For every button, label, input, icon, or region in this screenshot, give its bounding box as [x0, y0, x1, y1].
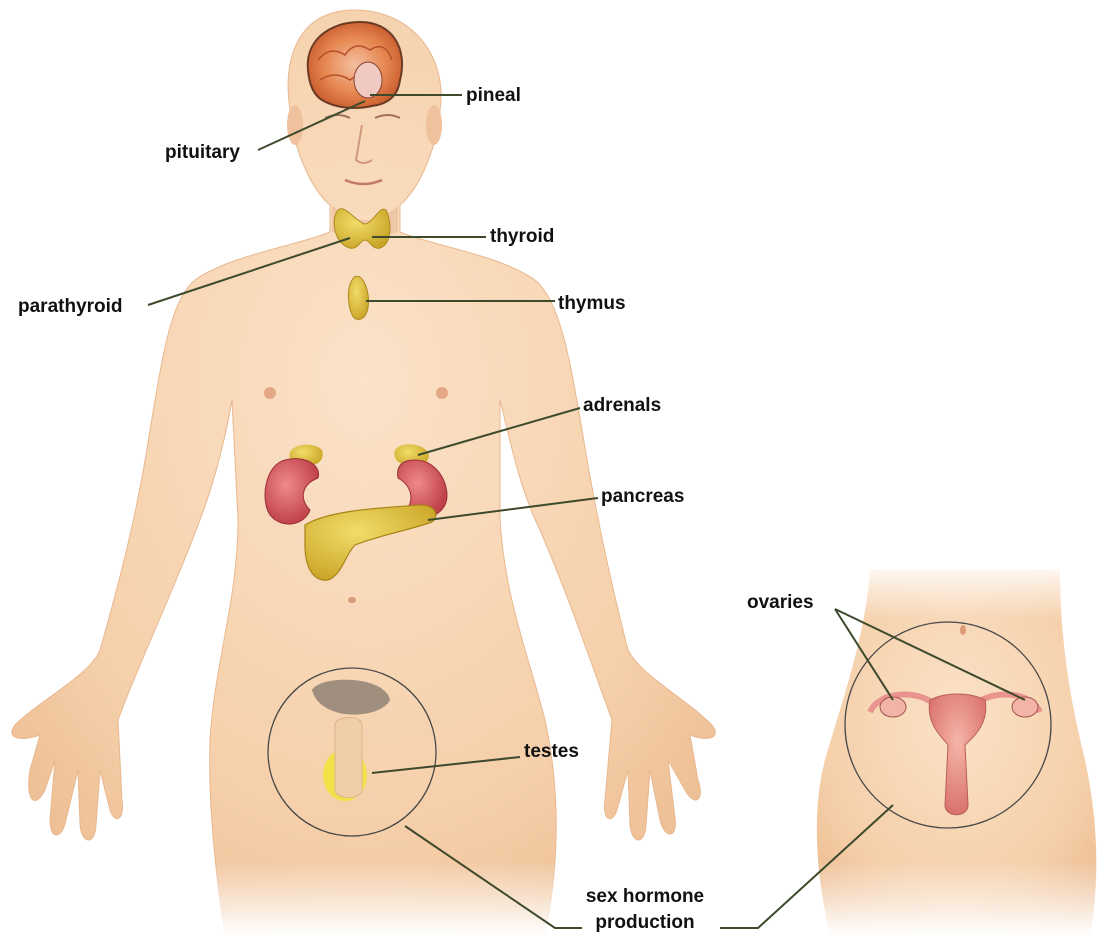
navel	[348, 597, 356, 603]
label-thyroid: thyroid	[490, 226, 554, 248]
brain-center	[354, 62, 382, 98]
female-bottom-fade	[820, 860, 1099, 935]
female-top-fade	[820, 560, 1099, 620]
left-ear	[287, 105, 303, 145]
label-parathyroid: parathyroid	[18, 296, 123, 318]
label-pineal: pineal	[466, 85, 521, 107]
male-body-outline	[12, 10, 716, 935]
female-figure	[817, 560, 1099, 935]
label-sex-hormone-line2: production	[570, 912, 720, 934]
male-body-figure	[12, 10, 716, 935]
right-nipple	[436, 387, 448, 399]
label-ovaries: ovaries	[747, 592, 814, 614]
penis	[335, 718, 362, 798]
label-pituitary: pituitary	[165, 142, 240, 164]
right-ear	[426, 105, 442, 145]
label-thymus: thymus	[558, 293, 626, 315]
female-navel	[960, 625, 966, 635]
male-bottom-fade	[200, 860, 570, 935]
label-sex-hormone-line1: sex hormone	[570, 886, 720, 908]
left-nipple	[264, 387, 276, 399]
label-testes: testes	[524, 741, 579, 763]
label-adrenals: adrenals	[583, 395, 661, 417]
label-pancreas: pancreas	[601, 486, 684, 508]
